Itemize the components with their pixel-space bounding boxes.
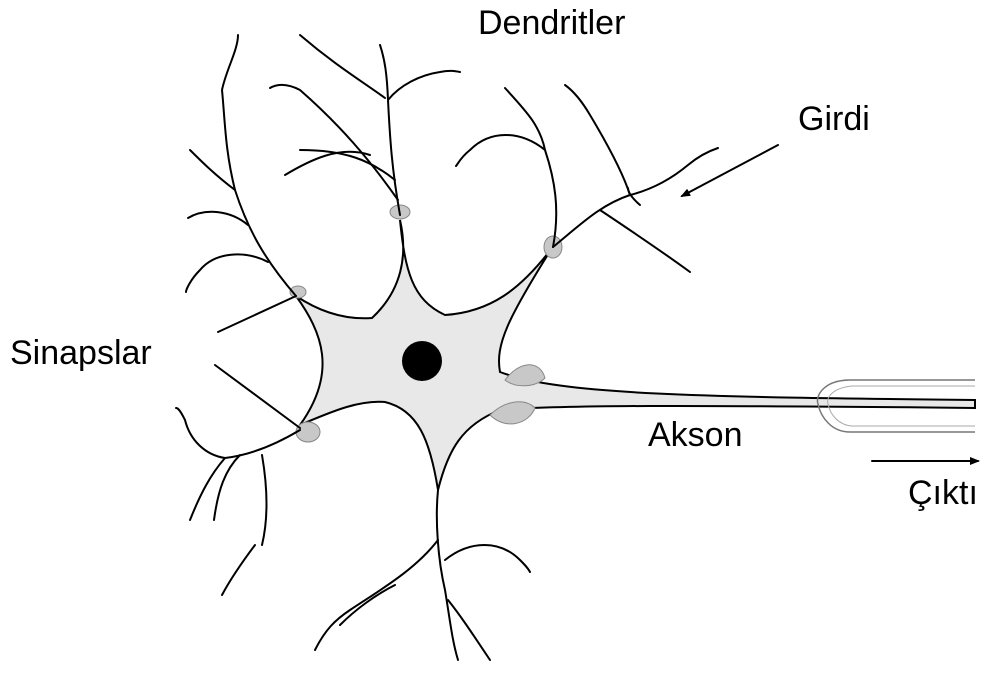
synapse-knob: [505, 365, 545, 386]
axon-label: Akson: [648, 418, 743, 452]
output-label: Çıktı: [908, 476, 978, 510]
synapse-knob: [296, 422, 320, 442]
cell-body: [296, 220, 975, 490]
synapse-pointer-lines: [215, 296, 300, 428]
synapses-label: Sinapslar: [10, 336, 152, 370]
nucleus: [402, 341, 442, 381]
dendrites-label: Dendritler: [478, 6, 625, 40]
input-label: Girdi: [798, 102, 870, 136]
input-arrow: [682, 145, 778, 196]
